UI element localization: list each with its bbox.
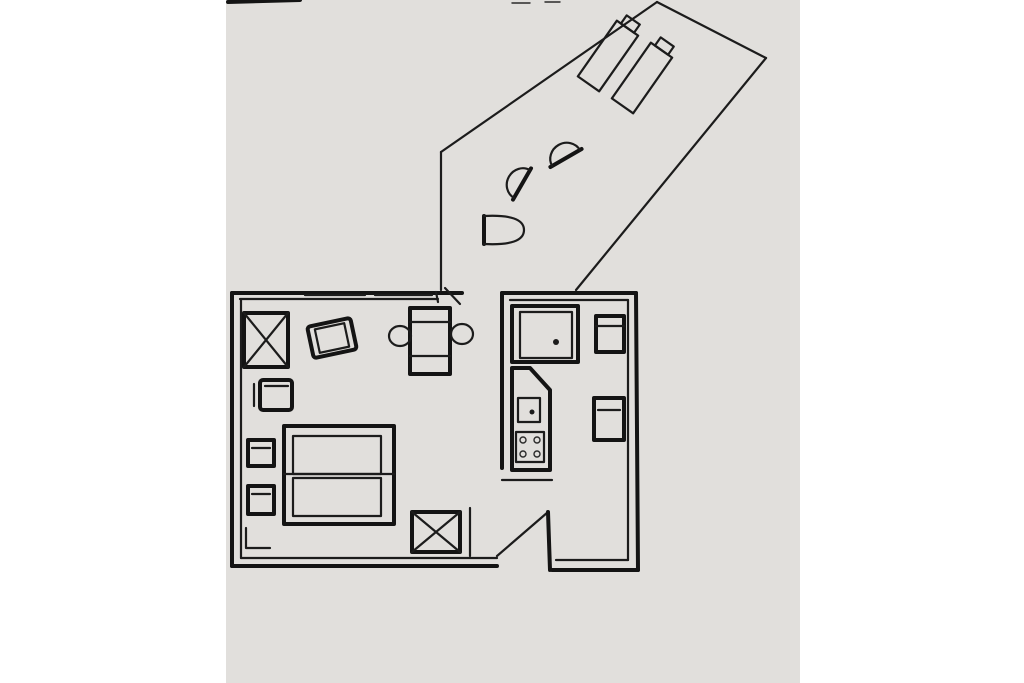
storage-cabinet-icon (410, 506, 472, 558)
sun-lounger-icon (576, 14, 641, 93)
dining-table-icon (387, 306, 475, 376)
door-corner (434, 286, 462, 306)
stove-icon (514, 430, 546, 464)
terrace-chair-icon (548, 141, 584, 169)
terrace-right-edge (574, 56, 768, 292)
kitchen (500, 291, 640, 572)
kitchen-right-wall (634, 291, 640, 572)
terrace-top-edge (655, 0, 768, 60)
storage-cabinet-icon (592, 396, 626, 442)
fridge-icon (594, 314, 626, 354)
double-bed-icon (282, 424, 396, 526)
paper-top-edge (226, 0, 561, 4)
kitchen-counter-icon (510, 304, 580, 364)
armchair-icon (305, 316, 359, 360)
living-room (230, 286, 499, 568)
terrace-chair-icon (505, 166, 533, 202)
terrace-chair-icon (482, 214, 526, 246)
terrace (439, 0, 768, 292)
wardrobe-icon (242, 311, 290, 369)
sun-lounger-icon (610, 36, 675, 115)
storage-cabinet-icon (244, 526, 272, 550)
terrace-upper-edge (439, 0, 659, 154)
nightstand-icon (246, 438, 276, 468)
nightstand-icon (246, 484, 276, 516)
sink-icon (510, 366, 552, 472)
armchair-icon (252, 378, 294, 412)
door-swing-icon (495, 510, 552, 572)
